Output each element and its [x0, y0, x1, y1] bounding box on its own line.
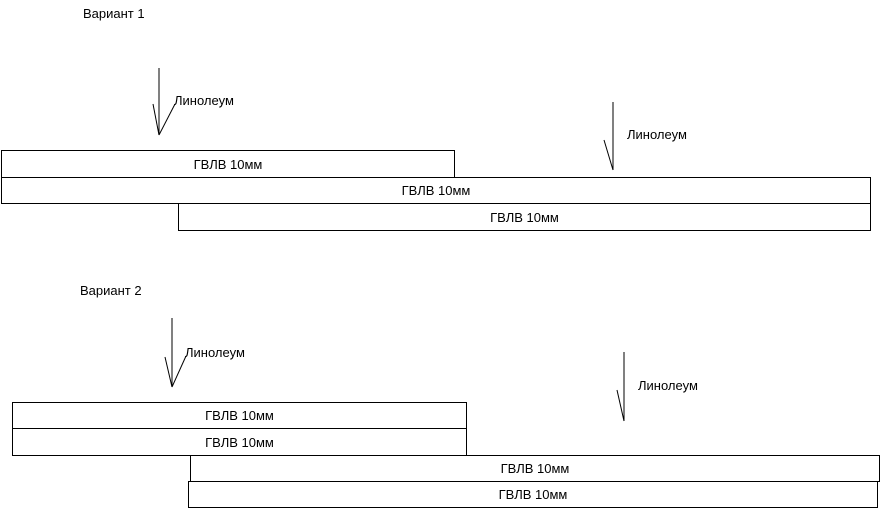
variant-2-title: Вариант 2 [80, 283, 142, 298]
linoleum-label: Линолеум [174, 93, 234, 108]
linoleum-label: Линолеум [185, 345, 245, 360]
gvlv-board: ГВЛВ 10мм [178, 203, 871, 231]
arrow-down-icon [603, 102, 614, 171]
linoleum-label: Линолеум [638, 378, 698, 393]
gvlv-board: ГВЛВ 10мм [188, 481, 878, 508]
arrow-down-icon [616, 352, 625, 422]
gvlv-board: ГВЛВ 10мм [12, 402, 467, 429]
arrow-down-icon [152, 68, 176, 136]
gvlv-board: ГВЛВ 10мм [1, 177, 871, 204]
gvlv-board: ГВЛВ 10мм [1, 150, 455, 178]
arrow-down-icon [164, 318, 187, 388]
variant-1-title: Вариант 1 [83, 6, 145, 21]
linoleum-label: Линолеум [627, 127, 687, 142]
gvlv-board: ГВЛВ 10мм [12, 428, 467, 456]
gvlv-board: ГВЛВ 10мм [190, 455, 880, 482]
